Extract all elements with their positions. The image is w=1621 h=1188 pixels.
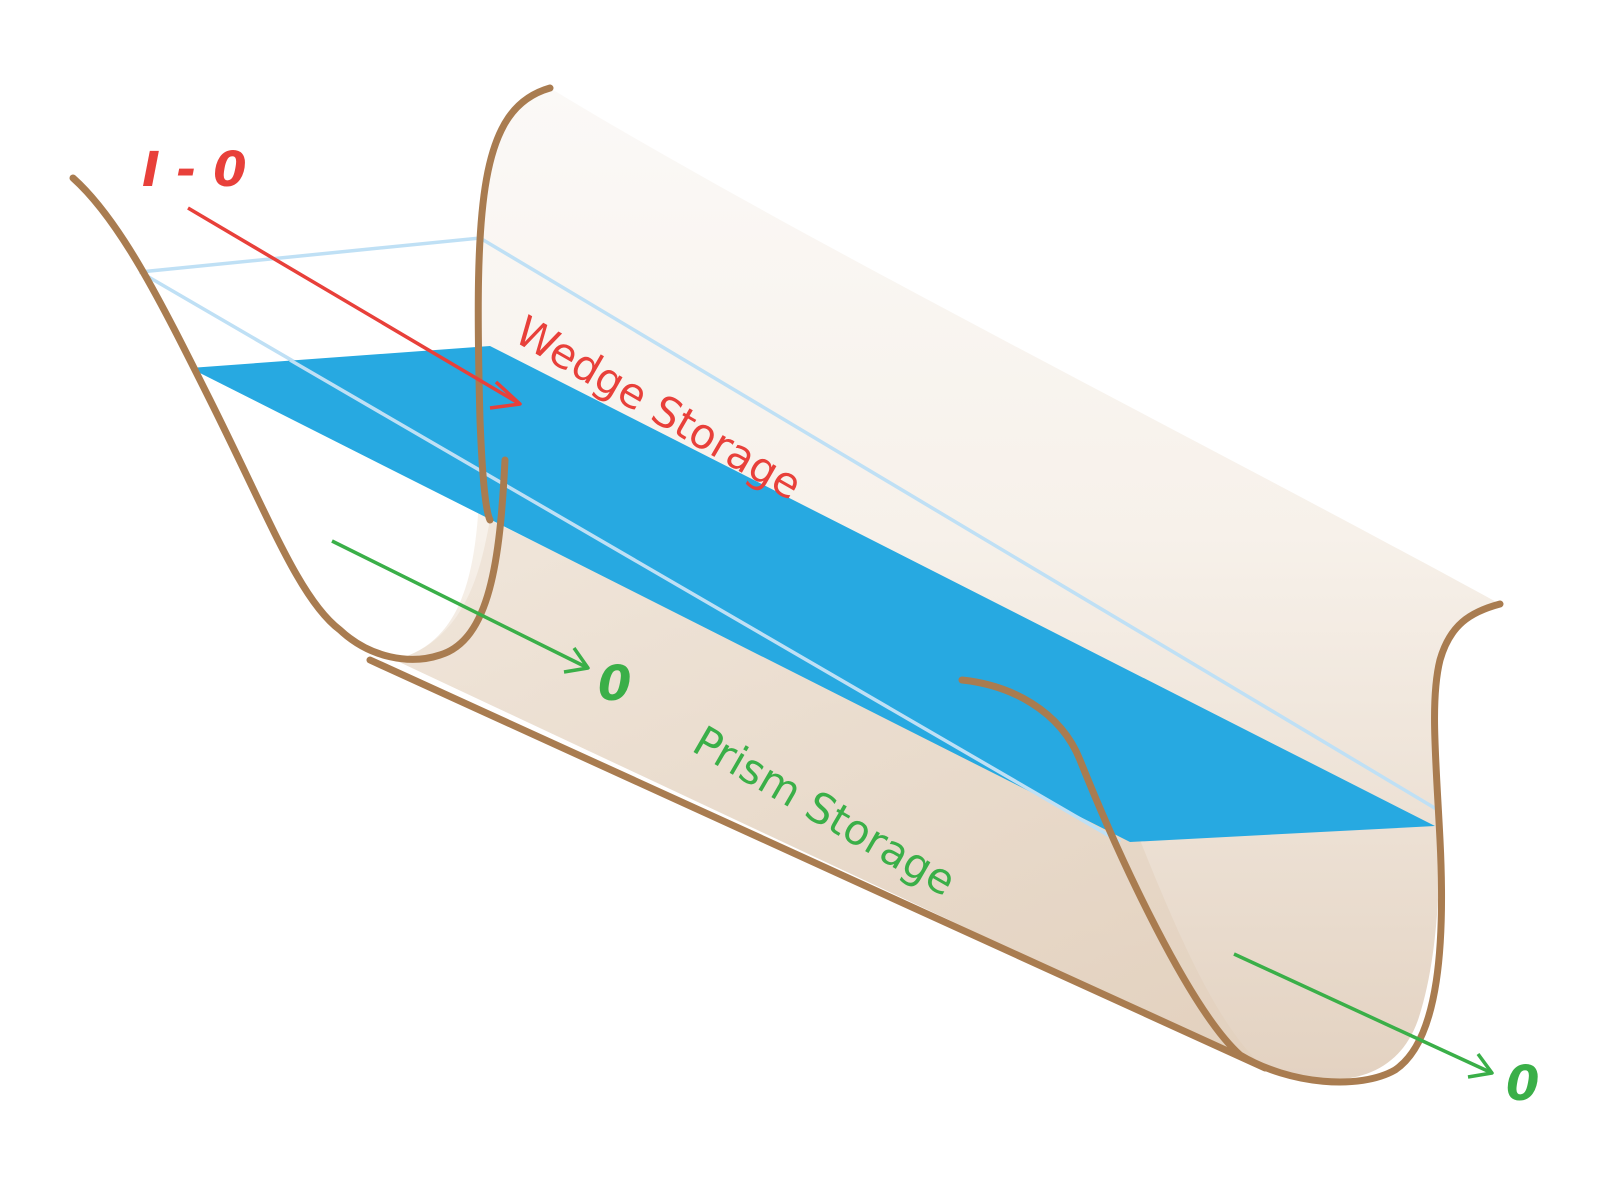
label-outflow-left: 0 — [598, 656, 631, 712]
outflow-arrow-right — [1233, 952, 1494, 1079]
label-outflow-right: 0 — [1506, 1056, 1539, 1112]
channel-right-section — [958, 600, 1504, 1086]
channel-left-section — [69, 174, 509, 663]
channel-bottom-shade — [395, 520, 1265, 1068]
channel-back-left-edge — [474, 84, 554, 524]
channel-bottom-edge — [366, 656, 1269, 1072]
label-inflow-minus-outflow: I - 0 — [142, 142, 247, 198]
inflow-arrow — [187, 206, 522, 410]
water-surface-diagonal — [289, 358, 1121, 844]
outflow-arrow-left — [331, 539, 590, 674]
